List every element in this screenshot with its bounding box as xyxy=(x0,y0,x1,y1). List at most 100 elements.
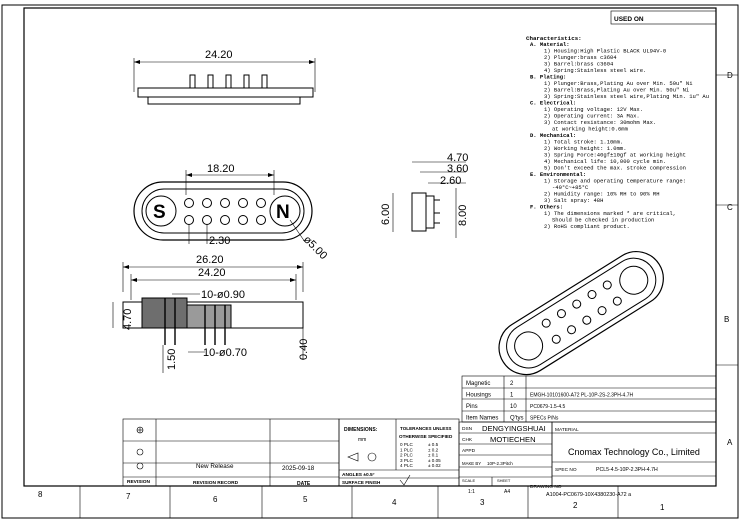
chk-value: MOTIECHEN xyxy=(490,435,536,444)
note-line: 4) Spring:Stainless steel wire. xyxy=(544,67,646,74)
dim-tail-len: 1.50 xyxy=(166,349,178,370)
notes-lines: A. Material:1) Housing:High Plastic BLAC… xyxy=(530,41,709,230)
note-line: 1) Total stroke: 1.10mm. xyxy=(544,139,623,146)
dim-4-70: 4.70 xyxy=(447,152,468,164)
tolerance-key: 3 PLC xyxy=(400,458,413,463)
dim-pin-tail: 10-ø0.70 xyxy=(203,347,247,359)
dim-overall: 26.20 xyxy=(196,254,224,266)
tolerance-value: ± 0.05 xyxy=(428,458,441,463)
tolerance-rows: 0 PLC± 0.51 PLC± 0.22 PLC± 0.13 PLC± 0.0… xyxy=(400,442,441,468)
tolerance-value: ± 0.2 xyxy=(428,447,439,452)
zone-8: 8 xyxy=(38,490,43,499)
face-pin-holes xyxy=(184,198,266,225)
note-line: 3) Spring:Stainless steel wire,Plating M… xyxy=(544,93,709,100)
zone-markers-right: D C B A xyxy=(716,71,738,447)
dim-plate: 0.40 xyxy=(298,339,310,360)
dim-diameter: ø5.00 xyxy=(301,234,329,262)
note-line: 3) Spring Force:40gf±10gf at working hei… xyxy=(544,152,686,159)
notes-block: Characteristics: A. Material:1) Housing:… xyxy=(526,35,709,230)
revision-date-new: 2025-09-18 xyxy=(282,465,315,472)
note-line: 4) Mechanical life: 10,000 cycle min. xyxy=(544,158,666,165)
dim-2-60: 2.60 xyxy=(440,175,461,187)
zone-3: 3 xyxy=(480,498,485,507)
front-view: 26.20 24.20 10-ø0.90 4.70 10-ø0.70 1.50 … xyxy=(112,254,310,373)
note-line: 2) Plunger:brass c3604 xyxy=(544,54,617,61)
note-line: 2) Operating current: 3A Max. xyxy=(544,113,640,120)
note-line: B. Plating: xyxy=(530,74,566,81)
dim-height: 4.70 xyxy=(122,309,134,330)
used-on-box xyxy=(610,10,717,25)
outer-border xyxy=(1,4,739,519)
spec-label: SPEC NO xyxy=(555,467,577,473)
note-line: 1) Storage and operating temperature ran… xyxy=(544,178,686,185)
note-line: F. Others: xyxy=(530,204,563,211)
dsn-value: DENGYINGSHUAI xyxy=(482,424,546,433)
used-on-label: USED ON xyxy=(614,16,644,23)
note-line: 1) Operating voltage: 12V Max. xyxy=(544,106,643,113)
top-side-view: 24.20 xyxy=(133,49,316,105)
dim-body: 24.20 xyxy=(198,267,226,279)
dim-height-right: 8.00 xyxy=(457,205,469,226)
finish-label: SURFACE FINISH xyxy=(342,480,381,485)
bom-item-name: Magnetic xyxy=(466,381,490,387)
note-line: 2) Working height: 1.0mm. xyxy=(544,145,627,152)
face-view: 18.20 S N 2.30 ø5.00 xyxy=(133,163,329,262)
tolerance-value: ± 0.02 xyxy=(428,463,441,468)
zone-4: 4 xyxy=(392,498,397,507)
dsn-label: DSN xyxy=(462,426,473,432)
dimensions-unit: mm xyxy=(358,437,366,443)
company-name: Cnomax Technology Co., Limited xyxy=(568,447,700,457)
zone-b: B xyxy=(724,315,729,324)
note-line: 2) Barrel:Brass,Plating Au over Min. 50u… xyxy=(544,87,690,94)
note-line: at working height:0.6mm xyxy=(552,126,629,133)
material-label: MATERIAL xyxy=(555,427,579,433)
note-line: E. Environmental: xyxy=(530,171,586,178)
bom-item-name: Pins xyxy=(466,404,478,410)
dim-pitch: 2.30 xyxy=(209,235,230,247)
note-line: 1) Plunger:Brass,Plating Au over Min. 50… xyxy=(544,80,693,87)
spec-value: PCL5-4.5-10P-2.3PH-4.7H xyxy=(596,467,658,473)
note-line: D. Mechanical: xyxy=(530,132,576,139)
scale-value: 1:1 xyxy=(468,489,475,495)
bom-item-name: Housings xyxy=(466,393,491,399)
angles-label: ANGLES ±0.5° xyxy=(342,472,375,478)
make-value: 10P-2.3Pitch xyxy=(487,461,513,466)
note-line: C. Electrical: xyxy=(530,100,576,107)
bom-item-part: SPECs P/Ns xyxy=(530,416,559,422)
note-line: Should be checked in production xyxy=(552,217,654,224)
tolerance-title: TOLERANCES UNLESS xyxy=(400,426,451,431)
zone-d: D xyxy=(727,71,733,80)
tolerance-sub: OTHERWISE SPECIFIED xyxy=(399,434,453,439)
tolerance-value: ± 0.5 xyxy=(428,442,439,447)
scale-label: SCALE xyxy=(462,478,475,483)
note-line: 2) RoHS compliant product. xyxy=(544,223,630,230)
front-pins xyxy=(164,298,226,345)
title-block: New Release 2025-09-18 REVISION REVISION… xyxy=(122,418,717,498)
zone-c: C xyxy=(727,203,733,212)
note-line: 3) Contact resistance: 30mohm Max. xyxy=(544,119,656,126)
sheet-value: A4 xyxy=(504,489,510,495)
bom-item-qty: 2 xyxy=(510,381,514,387)
label-n: N xyxy=(276,202,290,223)
tolerance-value: ± 0.1 xyxy=(428,453,439,458)
isometric-view xyxy=(498,251,664,376)
note-line: 5) Don't exceed the max. stroke compress… xyxy=(544,165,686,172)
dimensions-label: DIMENSIONS: xyxy=(344,427,378,433)
appd-label: APPD xyxy=(462,448,476,454)
revision-col-revision: REVISION xyxy=(127,479,150,485)
zone-a: A xyxy=(727,438,733,447)
bom-item-qty: Q'tys xyxy=(510,416,523,422)
drawing-value: A1004-PC0679-10X4380230-A72 a xyxy=(546,492,631,498)
zone-1: 1 xyxy=(660,503,665,512)
zone-2: 2 xyxy=(573,501,578,510)
note-line: 2) Humidity range: 10% RH to 90% RH xyxy=(544,191,660,198)
dim-pin-head: 10-ø0.90 xyxy=(201,289,245,301)
zone-7: 7 xyxy=(126,492,131,501)
dim-height-left: 6.00 xyxy=(380,204,392,225)
bom-item-qty: 10 xyxy=(510,404,517,410)
make-label: MAKE BY xyxy=(462,461,481,466)
label-s: S xyxy=(153,202,166,223)
